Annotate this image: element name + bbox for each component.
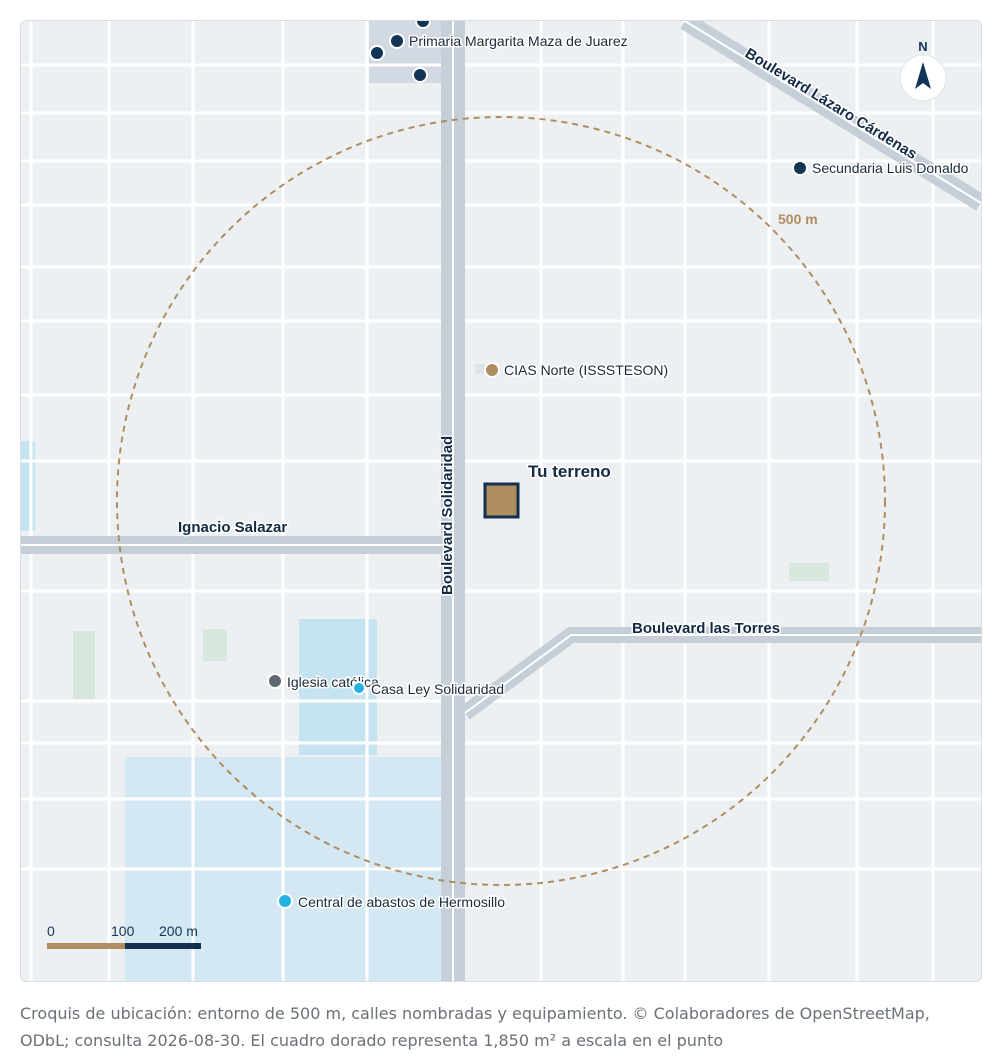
street-grid — [21, 21, 981, 981]
scale-tick-0: 0 — [47, 923, 55, 939]
water-strip — [21, 441, 35, 531]
radius-500m-circle — [116, 116, 886, 886]
radius-label: 500 m — [778, 211, 818, 227]
park-1 — [73, 631, 95, 699]
road-label-las-torres: Boulevard las Torres — [632, 620, 780, 637]
market-icon — [277, 893, 293, 909]
landuse-areas — [21, 21, 829, 981]
map-caption: Croquis de ubicación: entorno de 500 m, … — [20, 1004, 930, 1050]
poi-label-central: Central de abastos de Hermosillo — [298, 894, 505, 910]
major-roads — [21, 21, 981, 981]
road-label-ignacio-salazar: Ignacio Salazar — [178, 519, 287, 536]
poi-central[interactable]: Central de abastos de Hermosillo — [277, 893, 507, 912]
site-marker[interactable]: Tu terreno — [483, 461, 612, 519]
poi-label-primaria: Primaria Margarita Maza de Juarez — [409, 33, 628, 49]
store-icon — [352, 681, 366, 695]
north-arrow-icon — [915, 62, 931, 89]
location-map[interactable]: 500 m Boulevard Solidaridad Ignacio Sala… — [20, 20, 982, 982]
compass: N — [899, 39, 947, 102]
school-icon — [415, 21, 431, 29]
scale-tick-100: 100 — [111, 923, 135, 939]
school-icon — [389, 33, 405, 49]
poi-cias[interactable]: CIAS Norte (ISSSTESON) — [475, 361, 670, 380]
site-label: Tu terreno — [528, 462, 611, 481]
church-icon — [267, 673, 283, 689]
compass-label: N — [918, 39, 927, 54]
school-icon — [369, 45, 385, 61]
site-square — [483, 482, 520, 519]
poi-casa-ley[interactable]: Casa Ley Solidaridad — [352, 680, 506, 699]
park-2 — [203, 629, 227, 661]
scale-bar: 0 100 200 m — [47, 923, 201, 949]
school-icon — [792, 160, 808, 176]
poi-primaria[interactable]: Primaria Margarita Maza de Juarez — [369, 21, 629, 83]
health-icon — [484, 362, 500, 378]
poi-secundaria[interactable]: Secundaria Luis Donaldo — [792, 159, 970, 178]
road-label-solidaridad: Boulevard Solidaridad — [439, 436, 456, 595]
park-3 — [789, 563, 829, 581]
poi-label-cias: CIAS Norte (ISSSTESON) — [504, 362, 668, 378]
school-icon — [412, 67, 428, 83]
scale-tick-200: 200 m — [159, 923, 198, 939]
poi-label-secundaria: Secundaria Luis Donaldo — [812, 160, 969, 176]
poi-label-casa-ley: Casa Ley Solidaridad — [371, 681, 504, 697]
map-canvas: 500 m Boulevard Solidaridad Ignacio Sala… — [21, 21, 981, 981]
